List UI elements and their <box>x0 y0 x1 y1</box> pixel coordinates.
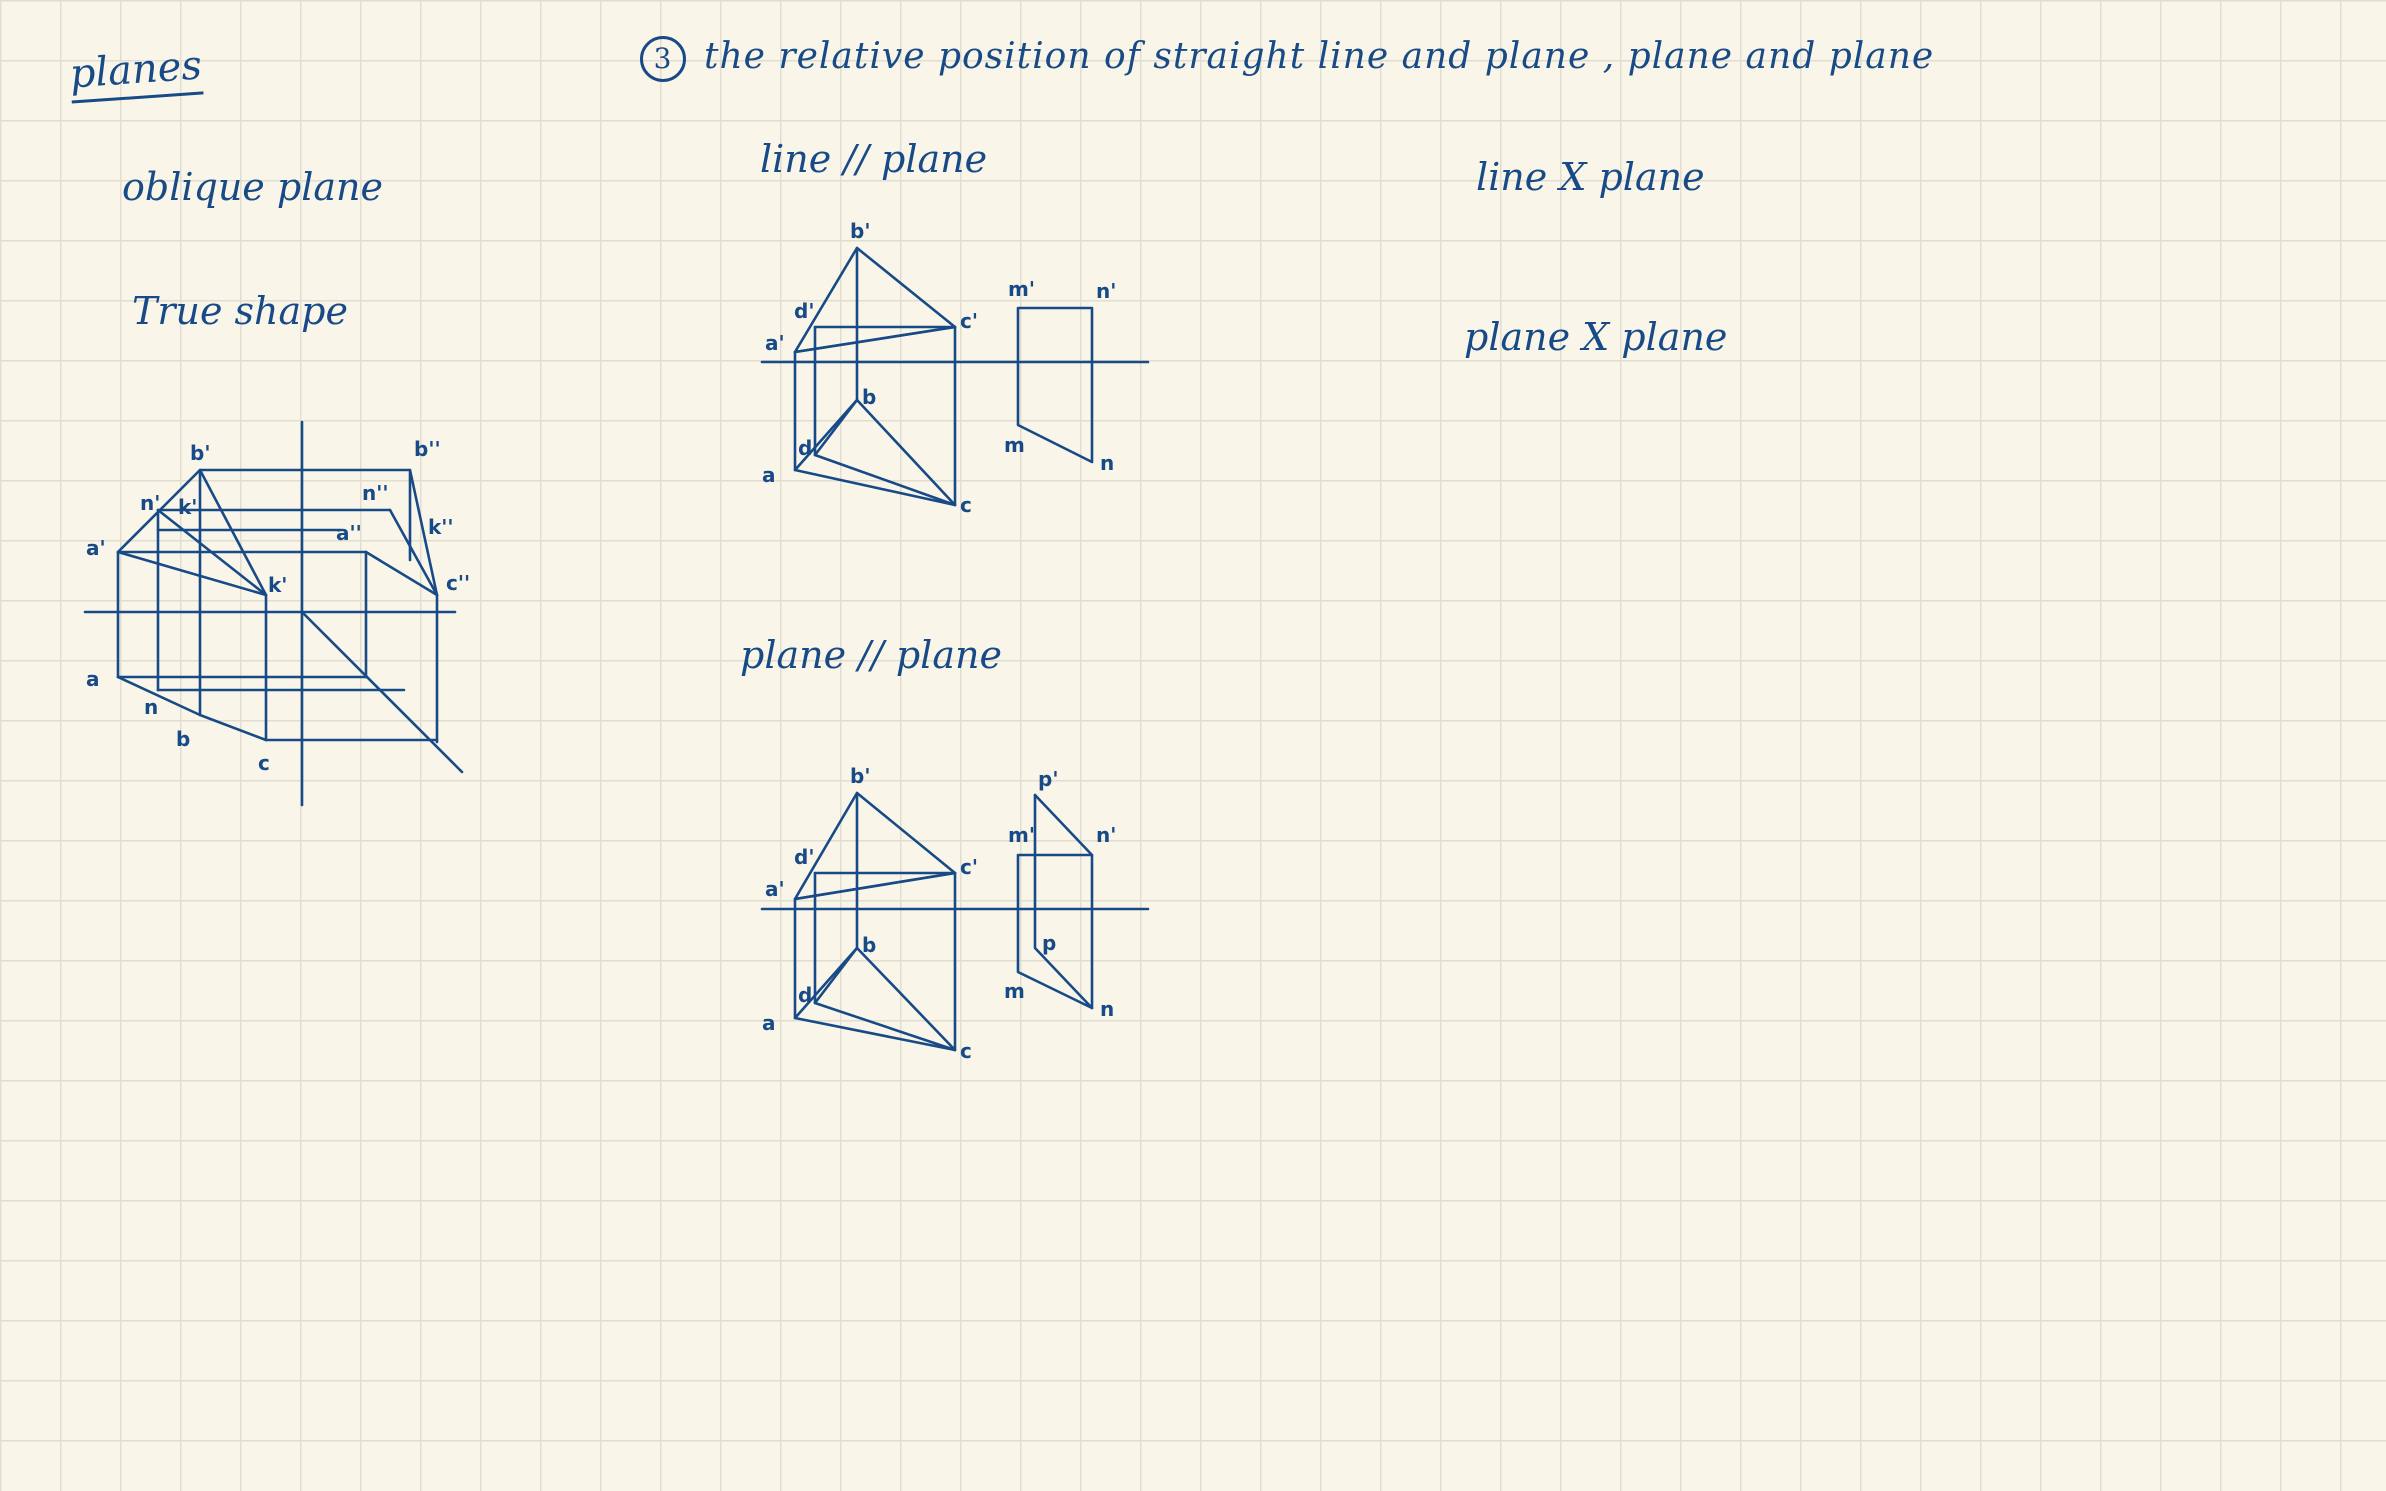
label: c <box>960 493 972 517</box>
section-number: 3 <box>640 36 686 82</box>
label: d' <box>794 845 814 869</box>
label: a' <box>765 331 785 355</box>
label: k' <box>268 573 287 597</box>
label: d <box>798 436 812 460</box>
plane-parallel-plane-figure: b' d' a' c' m' n' p' b d a c m n p <box>760 764 1150 1063</box>
label: c' <box>960 855 978 879</box>
label: b'' <box>414 437 441 461</box>
section-title-row: 3 the relative position of straight line … <box>640 36 1934 82</box>
diagonal-axis <box>300 610 464 774</box>
label: m' <box>1008 277 1035 301</box>
heading-line-intersect-plane: line X plane <box>1476 155 1705 199</box>
label: a' <box>86 536 106 560</box>
label: n' <box>1096 823 1116 847</box>
label: p <box>1042 931 1056 955</box>
label: k'' <box>428 515 454 539</box>
label: a <box>762 1011 776 1035</box>
label: m <box>1004 433 1025 457</box>
section-title: the relative position of straight line a… <box>704 36 1935 77</box>
label: m' <box>1008 823 1035 847</box>
label: p' <box>1038 767 1058 791</box>
label: b' <box>850 764 870 788</box>
label: c <box>960 1039 972 1063</box>
label: c'' <box>446 571 470 595</box>
label: n <box>144 695 158 719</box>
label: m <box>1004 979 1025 1003</box>
label: n'' <box>362 481 388 505</box>
label: n <box>1100 451 1114 475</box>
label: a'' <box>336 521 362 545</box>
true-shape-figure: b' b'' n' k' n'' a' a'' k'' c'' k' a n b… <box>83 420 470 807</box>
line-parallel-plane-figure: b' d' a' c' m' n' b d a c m n <box>760 219 1150 517</box>
heading-plane-intersect-plane: plane X plane <box>1464 315 1728 359</box>
label: c <box>258 751 270 775</box>
oblique-plane-label: oblique plane <box>122 165 383 209</box>
label: n' <box>140 491 160 515</box>
heading-line-parallel-plane: line // plane <box>760 137 988 181</box>
label: a <box>86 667 100 691</box>
label: b' <box>190 441 210 465</box>
label: c' <box>960 309 978 333</box>
true-shape-label: True shape <box>132 289 348 333</box>
label: d' <box>794 299 814 323</box>
label: b' <box>850 219 870 243</box>
label: n <box>1100 997 1114 1021</box>
label: d <box>798 983 812 1007</box>
heading-plane-parallel-plane: plane // plane <box>740 633 1002 677</box>
label: a' <box>765 877 785 901</box>
label: n' <box>1096 279 1116 303</box>
label: b <box>862 385 876 409</box>
label: b <box>176 727 190 751</box>
label: k' <box>178 495 197 519</box>
label: a <box>762 463 776 487</box>
label: b <box>862 933 876 957</box>
